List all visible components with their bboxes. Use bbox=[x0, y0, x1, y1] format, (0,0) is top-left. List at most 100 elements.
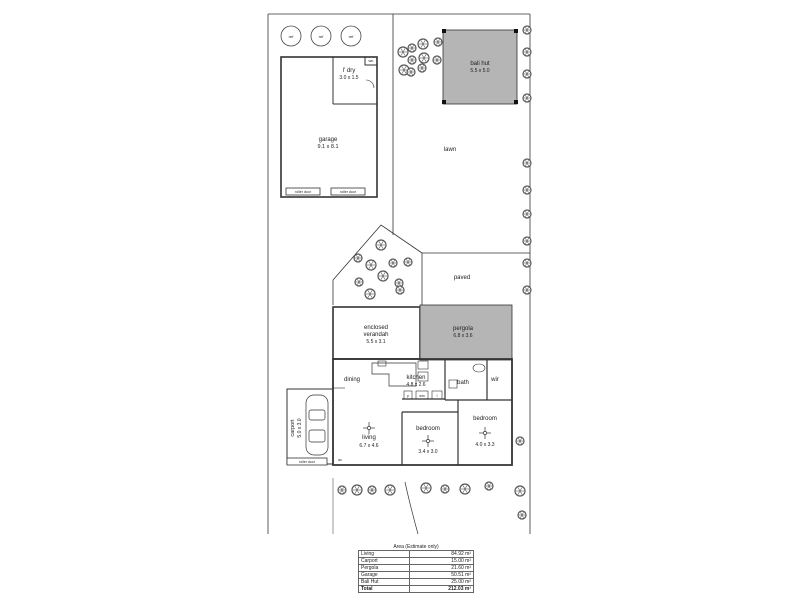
tree-icon bbox=[364, 288, 376, 300]
dining-label: dining bbox=[344, 377, 360, 383]
row-value: 50.51 m² bbox=[409, 571, 474, 579]
tree-icon bbox=[417, 38, 429, 50]
carport-roller-door bbox=[286, 457, 328, 466]
tree-icon bbox=[388, 258, 398, 268]
area-table-title: Area (Estimate only) bbox=[393, 544, 439, 550]
tree-icon bbox=[522, 69, 532, 79]
tree-icon bbox=[440, 484, 450, 494]
tree-icon bbox=[353, 253, 363, 263]
tree-icon bbox=[522, 285, 532, 295]
bedroom2-dims: 4.0 x 3.3 bbox=[475, 442, 494, 448]
row-name: Carport bbox=[357, 557, 411, 565]
wm-label: wm bbox=[419, 394, 425, 398]
lawn-label: lawn bbox=[444, 147, 456, 153]
tree-icon bbox=[418, 52, 430, 64]
tree-icon bbox=[522, 93, 532, 103]
garden-bed-outline bbox=[332, 224, 423, 305]
verandah-dims: 5.5 x 3.1 bbox=[366, 339, 385, 345]
tree-icon bbox=[522, 236, 532, 246]
tree-icon bbox=[397, 46, 409, 58]
kitchen-name: kitchen bbox=[406, 375, 425, 381]
tree-icon bbox=[459, 483, 471, 495]
garage-dims: 9.1 x 8.1 bbox=[317, 144, 338, 150]
verandah-name-line2: verandah bbox=[363, 332, 388, 338]
ref-circle-2 bbox=[310, 25, 332, 47]
tree-icon bbox=[407, 55, 417, 65]
carport-dims: 5.0 x 3.0 bbox=[297, 418, 303, 437]
row-value: 15.00 m² bbox=[409, 557, 474, 565]
garage-outline bbox=[280, 56, 378, 198]
linen-l-label: l bbox=[437, 394, 438, 398]
pergola-name: pergola bbox=[453, 326, 474, 332]
carport-roller-door-label: roller door bbox=[299, 460, 316, 464]
tree-icon bbox=[515, 436, 525, 446]
laundry-name: l' dry bbox=[343, 68, 355, 74]
row-value: 25.00 m² bbox=[409, 578, 474, 586]
ac-label: ac bbox=[338, 458, 342, 462]
roller-door-label-1: roller door bbox=[295, 190, 312, 194]
ceiling-fan-icons bbox=[363, 422, 491, 447]
tree-icon bbox=[522, 209, 532, 219]
tree-icon bbox=[403, 257, 413, 267]
living-name: living bbox=[362, 435, 376, 441]
tree-icon bbox=[433, 37, 443, 47]
wir-label: wir bbox=[490, 377, 499, 383]
tree-icon bbox=[484, 481, 494, 491]
ref-circle-1 bbox=[280, 25, 302, 47]
garage-roller-doors bbox=[285, 187, 366, 196]
tree-icon bbox=[337, 485, 347, 495]
total-name: Total bbox=[357, 585, 411, 593]
pantry-p-label: p bbox=[407, 394, 409, 398]
row-value: 84.92 m² bbox=[409, 550, 474, 558]
tree-icons bbox=[337, 25, 532, 520]
tree-icon bbox=[522, 158, 532, 168]
bedroom1-name: bedroom bbox=[416, 426, 440, 432]
bedroom2-name: bedroom bbox=[473, 416, 497, 422]
tree-icon bbox=[514, 485, 526, 497]
roller-door-label-2: roller door bbox=[340, 190, 357, 194]
tree-icon bbox=[522, 258, 532, 268]
tree-icon bbox=[377, 270, 389, 282]
tree-icon bbox=[407, 43, 417, 53]
bali-hut-name: bali hut bbox=[470, 61, 490, 67]
row-name: Bali Hut bbox=[357, 578, 411, 586]
tree-icon bbox=[384, 484, 396, 496]
pergola-dims: 6.8 x 3.6 bbox=[453, 333, 472, 339]
total-value: 212.03 m² bbox=[409, 585, 474, 593]
ref-label-3: ref bbox=[349, 34, 355, 39]
tree-icon bbox=[432, 55, 442, 65]
tree-icon bbox=[417, 63, 427, 73]
tree-icon bbox=[395, 285, 405, 295]
tree-icon bbox=[522, 185, 532, 195]
tree-icon bbox=[517, 510, 527, 520]
laundry-dims: 3.0 x 1.5 bbox=[339, 75, 358, 81]
tree-icon bbox=[351, 484, 363, 496]
car-icon bbox=[305, 394, 329, 456]
bedroom1-dims: 3.4 x 3.0 bbox=[418, 449, 437, 455]
laundry-outline bbox=[332, 56, 378, 105]
tree-icon bbox=[420, 482, 432, 494]
tree-icon bbox=[365, 259, 377, 271]
tree-icon bbox=[367, 485, 377, 495]
kitchen-dims: 4.8 x 2.6 bbox=[406, 382, 425, 388]
ref-label-2: ref bbox=[319, 34, 325, 39]
bali-hut-posts bbox=[442, 29, 518, 104]
tree-icon bbox=[406, 67, 416, 77]
garage-name: garage bbox=[319, 137, 338, 143]
bath-label: bath bbox=[457, 380, 469, 386]
row-name: Garage bbox=[357, 571, 411, 579]
driveway-edge bbox=[404, 481, 419, 535]
row-value: 21.60 m² bbox=[409, 564, 474, 572]
tree-icon bbox=[375, 239, 387, 251]
carport-name: carport bbox=[290, 419, 296, 437]
ref-label-1: ref bbox=[289, 34, 295, 39]
tree-ref-circles bbox=[280, 25, 362, 47]
